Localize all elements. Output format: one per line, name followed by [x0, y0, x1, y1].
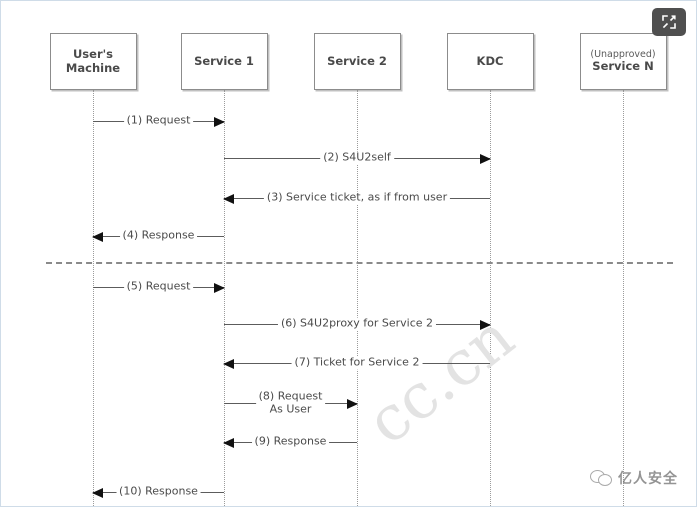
message-label: (2) S4U2self	[320, 151, 394, 165]
participant-service-1: Service 1	[180, 33, 268, 90]
message-label-group: (8) Request As User	[255, 389, 326, 416]
message-label: (3) Service ticket, as if from user	[263, 191, 451, 205]
lifeline-user	[93, 90, 94, 506]
wechat-account-name: 亿人安全	[618, 471, 678, 487]
participant-label-line1: Service 2	[327, 53, 387, 68]
message-label-line2: As User	[269, 402, 312, 415]
wechat-logo-icon	[590, 470, 612, 486]
arrow-head-right-icon	[214, 116, 225, 127]
phase-separator	[46, 262, 673, 264]
message-label: (10) Response	[116, 485, 201, 499]
message-label: (8) Request	[258, 389, 323, 403]
lifeline-servicen	[623, 90, 624, 506]
arrow-head-right-icon	[480, 153, 491, 164]
arrow-head-left-icon	[92, 231, 103, 242]
message-label: (4) Response	[119, 229, 198, 243]
arrow-head-left-icon	[223, 437, 234, 448]
arrow-head-left-icon	[223, 358, 234, 369]
participant-label-line1: Service N	[592, 59, 654, 74]
participant-label-line1: User's	[72, 46, 113, 61]
lifeline-kdc	[490, 90, 491, 506]
participant-service-2: Service 2	[313, 33, 401, 90]
message-label: (1) Request	[123, 114, 194, 128]
participant-kdc: KDC	[446, 33, 534, 90]
arrow-head-left-icon	[223, 193, 234, 204]
lifeline-service1	[224, 90, 225, 506]
arrow-head-left-icon	[92, 487, 103, 498]
participant-user-machine: User's Machine	[49, 33, 137, 90]
participant-label-line2: Machine	[65, 60, 121, 75]
participant-label-line1: KDC	[476, 53, 504, 68]
message-label: (9) Response	[251, 435, 330, 449]
arrow-head-right-icon	[214, 282, 225, 293]
fullscreen-button[interactable]	[652, 8, 686, 36]
arrow-head-right-icon	[480, 319, 491, 330]
participant-service-n: (Unapproved) Service N	[579, 33, 667, 90]
message-label: (5) Request	[123, 280, 194, 294]
lifeline-service2	[357, 90, 358, 506]
wechat-bubble-small	[598, 474, 612, 486]
participant-sublabel: (Unapproved)	[590, 49, 656, 61]
expand-icon	[662, 15, 676, 29]
message-label: (6) S4U2proxy for Service 2	[277, 317, 437, 331]
arrow-head-right-icon	[347, 398, 358, 409]
wechat-account-badge: 亿人安全	[590, 468, 678, 488]
message-label: (7) Ticket for Service 2	[291, 356, 423, 370]
participant-label-line1: Service 1	[194, 53, 254, 68]
